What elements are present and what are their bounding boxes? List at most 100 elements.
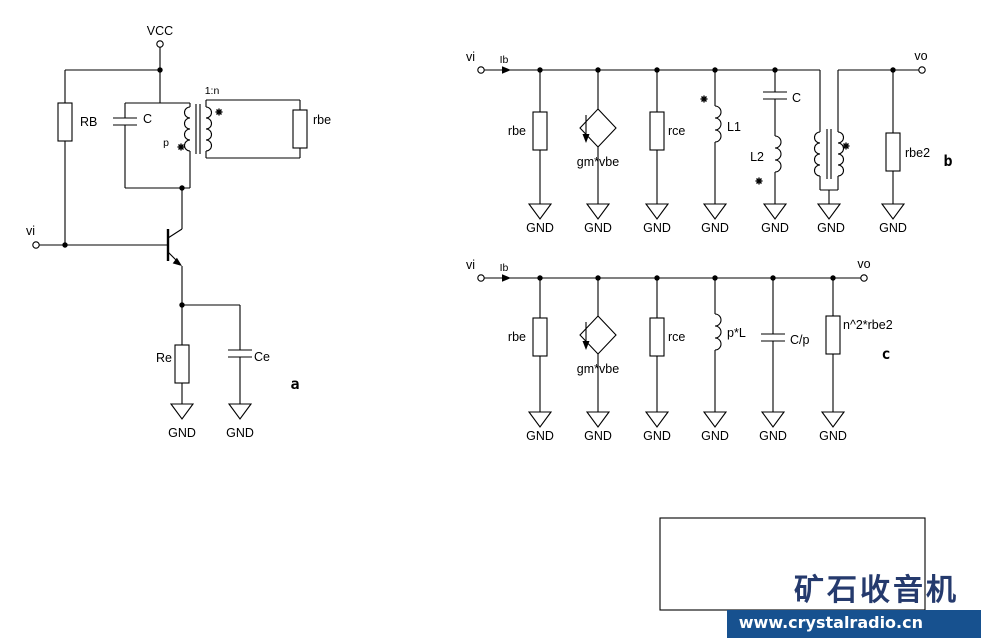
phasing-dot-icon: [214, 107, 224, 117]
gnd-label: GND: [759, 429, 787, 443]
vo-terminal-icon: [918, 66, 926, 74]
inductor-pl: [714, 278, 722, 412]
vi-label: vi: [26, 224, 35, 238]
ce-label: Ce: [254, 350, 270, 364]
vcc-terminal-icon: [156, 40, 164, 48]
gnd-label: GND: [643, 429, 671, 443]
gnd-label: GND: [584, 429, 612, 443]
gnd-label: GND: [819, 429, 847, 443]
rbe-label: rbe: [508, 124, 526, 138]
ground-icon: [761, 411, 785, 428]
rb-label: RB: [80, 115, 97, 129]
l2-label: L2: [750, 150, 764, 164]
phasing-dot-icon: [841, 141, 851, 151]
gnd-label: GND: [526, 221, 554, 235]
gnd-label: GND: [584, 221, 612, 235]
watermark-url: www.crystalradio.cn: [738, 612, 923, 632]
watermark-banner: www.crystalradio.cn: [726, 609, 981, 638]
vi-terminal-icon: [477, 274, 485, 282]
capacitor-c: [112, 102, 190, 189]
ground-icon: [528, 411, 552, 428]
rce-label: rce: [668, 124, 685, 138]
resistor-n2rbe2: [825, 278, 841, 412]
rce-label: rce: [668, 330, 685, 344]
source-label: gm*vbe: [577, 155, 619, 169]
vo-terminal-icon: [860, 274, 868, 282]
primary-label: p: [163, 137, 169, 149]
watermark-title: 矿石收音机: [794, 572, 959, 608]
ground-icon: [586, 411, 610, 428]
ib-label: Ib: [500, 54, 509, 66]
ground-icon: [881, 203, 905, 220]
vo-label: vo: [857, 257, 870, 271]
resistor-rbe2: [837, 66, 919, 204]
capacitor-ce: [227, 305, 253, 404]
resistor-rb: [57, 70, 73, 249]
gnd-label: GND: [168, 426, 196, 440]
resistor-rce: [649, 70, 665, 204]
rbe-label: rbe: [508, 330, 526, 344]
vo-label: vo: [914, 49, 927, 63]
transistor-icon: [39, 184, 186, 305]
phasing-dot-icon: [176, 142, 186, 152]
circuit-c-tag: c: [881, 345, 890, 363]
n2rbe2-label: n^2*rbe2: [843, 318, 893, 332]
node-dot: [156, 66, 164, 74]
resistor-rce: [649, 278, 665, 412]
resistor-rbe: [206, 99, 308, 159]
ground-icon: [528, 203, 552, 220]
gnd-label: GND: [701, 429, 729, 443]
ground-icon: [586, 203, 610, 220]
source-label: gm*vbe: [577, 362, 619, 376]
resistor-re: [174, 305, 190, 404]
phasing-dot-icon: [699, 94, 709, 104]
gnd-label: GND: [526, 429, 554, 443]
ground-icon: [763, 203, 787, 220]
gnd-label: GND: [226, 426, 254, 440]
transformer-icon: [176, 100, 224, 188]
vi-terminal-icon: [32, 241, 40, 249]
gnd-label: GND: [643, 221, 671, 235]
circuit-a: VCC vi RB C 1:n p rbe Re Ce a GND GND: [26, 24, 331, 440]
capacitor-c-and-inductor-l2: [754, 70, 788, 204]
phasing-dot-icon: [754, 176, 764, 186]
pl-label: p*L: [727, 326, 746, 340]
ground-icon: [821, 411, 845, 428]
cp-label: C/p: [790, 333, 810, 347]
ground-icon: [645, 203, 669, 220]
resistor-rbe: [532, 278, 548, 412]
ib-arrow-icon: [501, 273, 512, 283]
turns-ratio-label: 1:n: [205, 85, 220, 97]
ib-arrow-icon: [501, 65, 512, 75]
ground-icon: [817, 203, 841, 220]
circuit-b-tag: b: [943, 152, 952, 170]
circuit-b: vi Ib rbe gm*vbe rce L1 C L2 rbe2 vo b G…: [466, 49, 953, 235]
rbe2-label: rbe2: [905, 146, 930, 160]
l1-label: L1: [727, 120, 741, 134]
ground-icon: [703, 411, 727, 428]
gnd-label: GND: [817, 221, 845, 235]
vi-terminal-icon: [477, 66, 485, 74]
gnd-label: GND: [701, 221, 729, 235]
vcc-label: VCC: [147, 24, 173, 38]
vi-label: vi: [466, 50, 475, 64]
gnd-label: GND: [879, 221, 907, 235]
gnd-label: GND: [761, 221, 789, 235]
capacitor-cp: [760, 278, 786, 412]
dependent-current-source-icon: [579, 70, 617, 204]
re-label: Re: [156, 351, 172, 365]
ground-icon: [645, 411, 669, 428]
rbe-label: rbe: [313, 113, 331, 127]
inductor-l1: [699, 70, 722, 204]
watermark: 矿石收音机 www.crystalradio.cn: [726, 572, 981, 638]
dependent-current-source-icon: [579, 278, 617, 412]
ground-icon: [228, 403, 252, 420]
c-label: C: [143, 112, 152, 126]
circuit-a-tag: a: [290, 375, 299, 393]
ib-label: Ib: [500, 262, 509, 274]
vi-label: vi: [466, 258, 475, 272]
ground-icon: [703, 203, 727, 220]
circuit-c: vi Ib rbe gm*vbe rce p*L C/p n^2*rbe2 vo…: [466, 257, 893, 443]
